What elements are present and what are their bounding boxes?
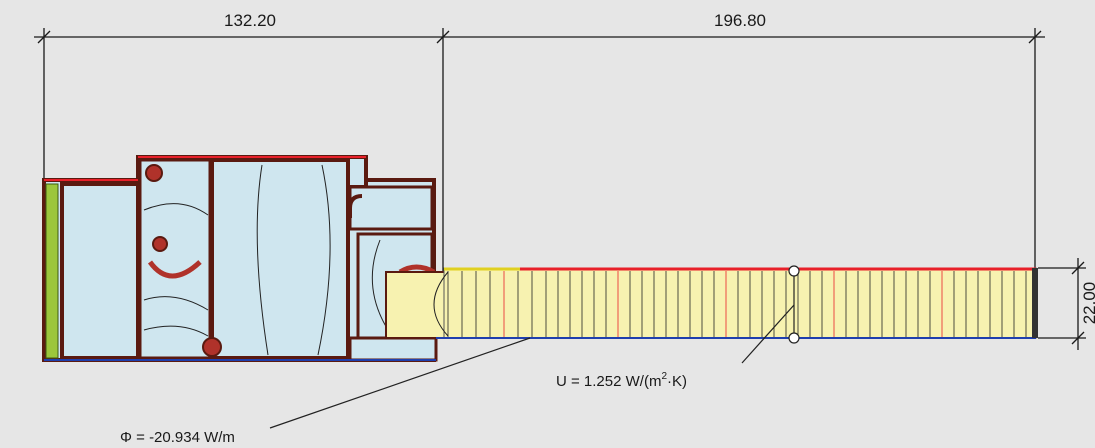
gasket-strip xyxy=(45,183,59,359)
panel-body xyxy=(443,267,1037,339)
panel-insert xyxy=(385,271,447,339)
phi-leader xyxy=(269,337,531,429)
inner-chamber-right xyxy=(348,185,434,231)
phi-label: Φ = -20.934 W/m xyxy=(120,429,235,446)
u-value-exponent: 2 xyxy=(661,371,667,382)
tick-panel-bottom xyxy=(1071,331,1085,345)
seal-blob-bottom xyxy=(202,337,222,357)
tick-left xyxy=(37,30,51,44)
seal-blob-middle xyxy=(152,236,168,252)
panel-isotherms xyxy=(433,271,1027,337)
seal-blob-top xyxy=(145,164,163,182)
frame-bottom-step xyxy=(348,336,438,362)
u-value-unit: ·K) xyxy=(667,373,687,390)
tick-middle xyxy=(436,30,450,44)
u-value-text: U = 1.252 W/(m xyxy=(556,373,661,390)
dimension-panel-thickness: 22.00 xyxy=(1080,282,1095,325)
window-frame-section xyxy=(42,155,438,362)
inner-chamber-left xyxy=(138,158,212,360)
retainer-lip xyxy=(398,264,436,275)
u-value-label: U = 1.252 W/(m2·K) xyxy=(556,371,687,390)
tick-panel-top xyxy=(1071,261,1085,275)
panel-end-cap xyxy=(1032,268,1038,338)
panel-entry-isotherm xyxy=(433,271,449,337)
u-value-leader xyxy=(741,304,795,364)
dimension-frame-width: 132.20 xyxy=(224,11,276,30)
section-marker-bottom xyxy=(788,332,800,344)
dimension-panel-length: 196.80 xyxy=(714,11,766,30)
dimension-lines xyxy=(34,28,1086,350)
insulation-panel xyxy=(385,265,1038,344)
inner-chamber-main xyxy=(210,158,350,360)
section-marker-top xyxy=(788,265,800,277)
hook-profile xyxy=(348,194,363,218)
seal-drip xyxy=(147,260,202,279)
left-chamber xyxy=(60,182,140,360)
tick-right xyxy=(1028,30,1042,44)
